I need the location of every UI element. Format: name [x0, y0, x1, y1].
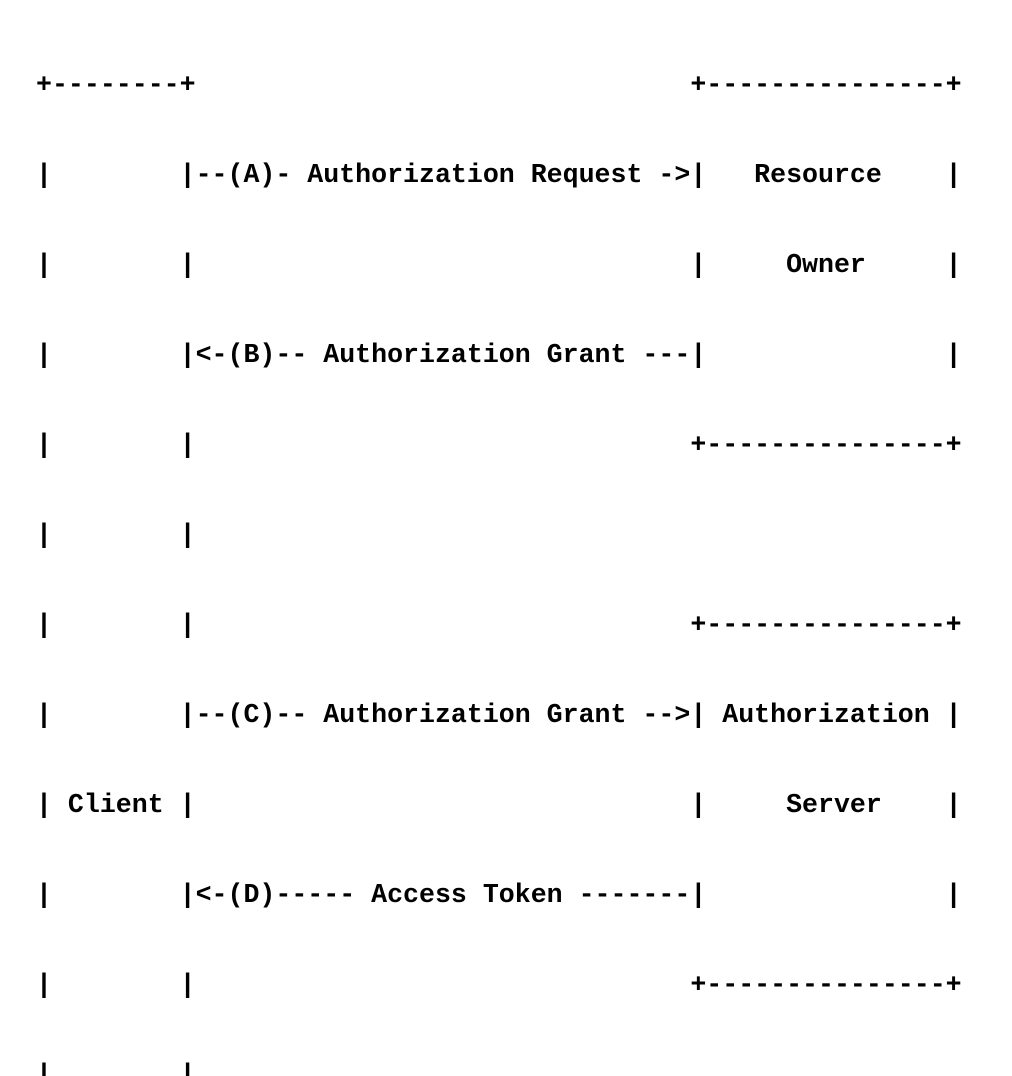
- ascii-line-resource-owner-label: | | | Owner |: [36, 250, 962, 280]
- ascii-line-spacer-2: | |: [36, 1060, 196, 1076]
- ascii-line-client-label: | Client | | Server |: [36, 790, 962, 820]
- ascii-line-auth-server-bottom: | | +---------------+: [36, 970, 962, 1000]
- ascii-line-flow-b: | |<-(B)-- Authorization Grant ---| |: [36, 340, 962, 370]
- ascii-line-resource-owner-bottom: | | +---------------+: [36, 430, 962, 460]
- ascii-line-flow-c: | |--(C)-- Authorization Grant -->| Auth…: [36, 700, 962, 730]
- oauth-protocol-flow-diagram: +--------+ +---------------+ | |--(A)- A…: [36, 10, 962, 1076]
- ascii-line-spacer-1: | |: [36, 520, 196, 550]
- ascii-line-top-borders: +--------+ +---------------+: [36, 70, 962, 100]
- ascii-line-auth-server-top: | | +---------------+: [36, 610, 962, 640]
- ascii-line-flow-d: | |<-(D)----- Access Token -------| |: [36, 880, 962, 910]
- ascii-line-flow-a: | |--(A)- Authorization Request ->| Reso…: [36, 160, 962, 190]
